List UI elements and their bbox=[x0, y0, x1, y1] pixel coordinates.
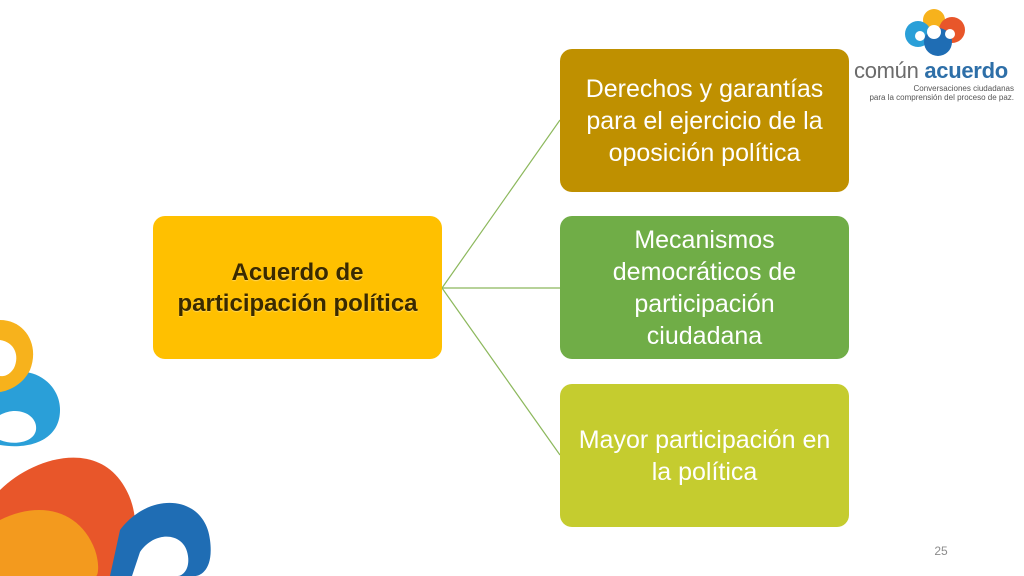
logo-wordmark: común acuerdo bbox=[854, 58, 1014, 84]
connector-to-child-3 bbox=[441, 287, 561, 456]
logo-tagline: Conversaciones ciudadanas para la compre… bbox=[852, 84, 1014, 102]
logo-word-acuerdo: acuerdo bbox=[924, 58, 1008, 83]
logo-word-comun: común bbox=[854, 58, 919, 83]
connector-to-child-1 bbox=[441, 119, 561, 289]
child-node-label: Derechos y garantías para el ejercicio d… bbox=[585, 74, 824, 167]
child-node-oposicion: Derechos y garantías para el ejercicio d… bbox=[560, 49, 849, 192]
decorative-swirl-graphic bbox=[0, 320, 211, 576]
logo-tagline-line-1: Conversaciones ciudadanas bbox=[913, 84, 1014, 93]
comun-acuerdo-logo: común acuerdo Conversaciones ciudadanas … bbox=[852, 8, 1014, 104]
logo-tagline-line-2: para la comprensión del proceso de paz. bbox=[869, 93, 1014, 102]
child-node-label: Mecanismos democráticos de participación… bbox=[612, 225, 797, 350]
root-node: Acuerdo de participación política bbox=[153, 216, 442, 359]
child-node-mecanismos: Mecanismos democráticos de participación… bbox=[560, 216, 849, 359]
slide-page-number: 25 bbox=[934, 544, 948, 558]
child-node-label: Mayor participación en la política bbox=[578, 425, 831, 486]
child-node-mayor-participacion: Mayor participación en la política bbox=[560, 384, 849, 527]
root-node-label: Acuerdo de participación política bbox=[177, 258, 418, 317]
logo-flower-icon bbox=[905, 9, 965, 56]
